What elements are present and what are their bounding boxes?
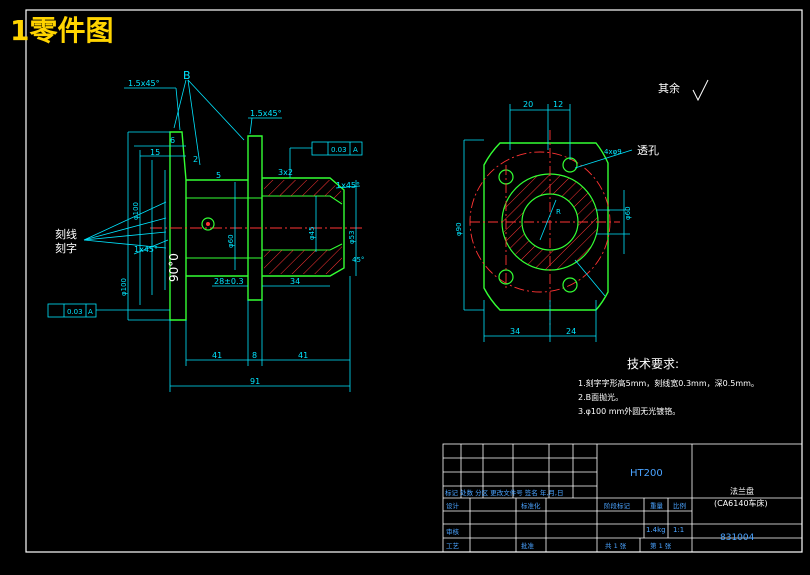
- label-b: B: [183, 69, 191, 82]
- tech-heading: 技术要求:: [627, 357, 679, 371]
- chamfer-1: 1.5x45°: [128, 79, 160, 88]
- section-hatch-bottom: [264, 246, 342, 274]
- tb-stage-label: 阶段标记: [604, 501, 631, 510]
- flange-outline: [169, 131, 187, 321]
- diam-100b: φ100: [132, 202, 140, 220]
- sheet-border: [25, 9, 803, 553]
- chamfer-3: 1x45°: [336, 181, 360, 190]
- dim-15: 15: [150, 148, 160, 157]
- chamfer-2: 1.5x45°: [250, 109, 282, 118]
- tb-mass: 1.4kg: [646, 526, 666, 534]
- dim-91: 91: [250, 377, 260, 386]
- tb-part-name-2: (CA6140车床): [714, 498, 768, 508]
- groove-dim: 28±0.3: [214, 277, 244, 286]
- tb-part-name-1: 法兰盘: [730, 486, 754, 496]
- tol-1-datum: A: [88, 308, 93, 316]
- tb-scale-label: 比例: [673, 501, 686, 510]
- dim-24-bottom: 24: [566, 327, 576, 336]
- dim-34: 34: [290, 277, 300, 286]
- left-view: B 1.5x45° 1.5x45° 1x45° 1x45° 刻线 刻字 0.03…: [47, 69, 365, 392]
- left-dimension-lines: [47, 79, 363, 392]
- dim-phi60: φ60: [624, 206, 632, 220]
- section-hatch-top: [264, 180, 342, 202]
- dim-41b: 41: [298, 351, 308, 360]
- dim-34-bottom: 34: [510, 327, 520, 336]
- hub-body-outline: [186, 177, 345, 277]
- tol-2-datum: A: [353, 146, 358, 154]
- bolt-hole-4: [562, 277, 578, 293]
- tol-1-value: 0.03: [67, 308, 83, 316]
- dim-90: 90°0: [167, 253, 181, 282]
- chamfer-4: 1x45°: [134, 245, 158, 254]
- tol-2-value: 0.03: [331, 146, 347, 154]
- tb-sheet-no: 第 1 张: [650, 541, 672, 550]
- dim-r: R: [556, 208, 561, 216]
- surface-rest: 其余: [658, 81, 680, 95]
- title-block: HT200 法兰盘 (CA6140车床) 标记 处数 分区 更改文件号 签名 年…: [442, 443, 803, 553]
- tb-sheets-total: 共 1 张: [605, 541, 627, 550]
- tech-item-3: 3.φ100 mm外圆无光镀铬。: [578, 406, 680, 416]
- dim-5: 5: [216, 171, 221, 180]
- tb-revise-row: 标记 处数 分区 更改文件号 签名 年,月,日: [445, 488, 563, 497]
- pin-hole-center: [206, 222, 210, 226]
- dim-41a: 41: [212, 351, 222, 360]
- right-dimension-lines: [463, 104, 633, 342]
- dim-2: 2: [193, 155, 198, 164]
- tb-scale: 1:1: [673, 526, 684, 534]
- diam-45: φ45: [308, 226, 316, 240]
- tech-item-2: 2.B面抛光。: [578, 392, 623, 402]
- end-view-center-lines: [470, 130, 620, 325]
- tb-approve: 批准: [521, 541, 535, 550]
- dim-20: 20: [523, 100, 533, 109]
- dim-8: 8: [252, 351, 257, 360]
- dim-12: 12: [553, 100, 563, 109]
- holes-note: 透孔: [637, 144, 659, 157]
- pin-hole: [201, 217, 215, 231]
- tb-design: 设计: [446, 501, 460, 510]
- angle-45: 45°: [352, 256, 364, 264]
- tb-process: 工艺: [446, 542, 460, 550]
- note-engrave-line: 刻线: [55, 227, 77, 241]
- tb-mass-label: 重量: [650, 502, 664, 510]
- diam-53: φ53: [348, 230, 356, 244]
- bore-outline: [186, 195, 343, 259]
- thread-dim: 3x2: [278, 168, 293, 177]
- diam-60: φ60: [227, 234, 235, 248]
- bolt-hole-2: [562, 157, 578, 173]
- diam-100: φ100: [120, 278, 128, 296]
- tb-standardize: 标准化: [521, 501, 541, 510]
- tb-material: HT200: [630, 468, 663, 479]
- sheet-title: 1零件图: [10, 14, 113, 47]
- holes-callout: 4xφ9: [604, 148, 622, 156]
- tech-item-1: 1.刻字字形高5mm，刻线宽0.3mm，深0.5mm。: [578, 378, 759, 388]
- right-view: 20 12 34 24 φ90 4xφ9 透孔 R φ60 其余: [455, 79, 709, 342]
- dim-6: 6: [170, 136, 175, 145]
- hub-plate-outline: [247, 135, 263, 301]
- note-engrave-char: 刻字: [55, 241, 77, 255]
- tb-drawing-no: 831004: [720, 533, 755, 543]
- tb-check: 审核: [446, 527, 460, 536]
- tech-requirements: 技术要求: 1.刻字字形高5mm，刻线宽0.3mm，深0.5mm。 2.B面抛光…: [578, 357, 759, 416]
- dim-phi90: φ90: [455, 222, 463, 236]
- roughness-symbol: [692, 79, 709, 102]
